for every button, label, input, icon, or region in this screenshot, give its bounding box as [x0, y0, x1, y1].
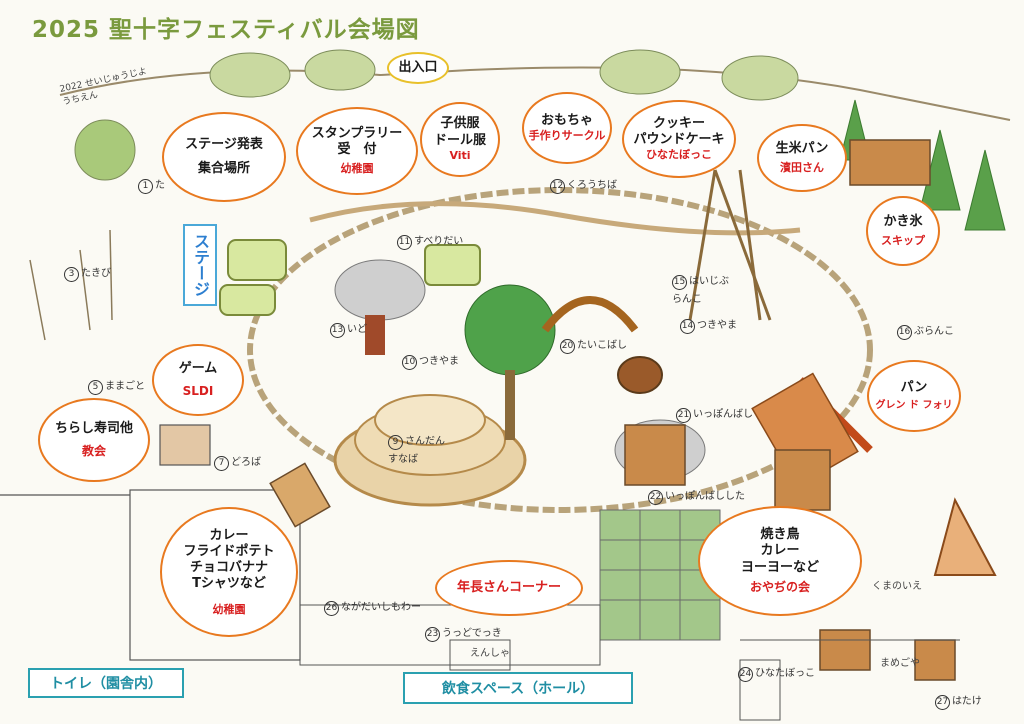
hall-label: えんしゃ [470, 648, 510, 659]
bubble-rice-bread: 生米パン 濱田さん [757, 124, 847, 192]
bubble-stamp-line2: 受 付 [337, 142, 377, 158]
bubble-stamp-line1: スタンプラリー [311, 125, 403, 141]
bubble-stage-assembly: ステージ発表 集合場所 [162, 112, 286, 202]
bubble-kids-line2: ドール服 [433, 132, 486, 148]
bubble-curry-line4: Tシャツなど [192, 576, 266, 592]
bubble-game-line1: ゲーム [178, 361, 218, 377]
bubble-senior-corner: 年長さんコーナー [435, 560, 583, 616]
bubble-kids-clothes: 子供服 ドール服 Viti [420, 102, 500, 177]
bubble-cookie-sub: ひなたぼっこ [646, 148, 712, 162]
bubble-curry-stand: カレー フライドポテト チョコバナナ Tシャツなど 幼稚園 [160, 507, 298, 637]
page-title: 2025 聖十字フェスティバル会場図 [32, 17, 420, 43]
bubble-kids-line1: 子供服 [440, 116, 480, 132]
bubble-yakitori-line3: ヨーヨーなど [740, 559, 819, 575]
bubble-stamp-sub: 幼稚園 [340, 162, 374, 176]
toilet-box: トイレ（園舎内） [28, 668, 184, 698]
bubble-curry-line2: フライドポテト [183, 543, 275, 559]
bubble-cookie-line1: クッキー [652, 115, 705, 131]
stage-label: ステージ [183, 224, 217, 306]
entrance-label: 出入口 [387, 52, 449, 84]
bubble-curry-line1: カレー [209, 527, 249, 543]
bubble-stage-line2: 集合場所 [197, 161, 250, 176]
bear-house-label: くまのいえ [872, 581, 922, 592]
bean-hut-label: まめごや [880, 658, 920, 669]
bubble-chirashi-sushi: ちらし寿司他 教会 [38, 398, 150, 482]
bubble-toys: おもちゃ 手作りサークル [522, 92, 612, 164]
bubble-cookie: クッキー パウンドケーキ ひなたぼっこ [622, 100, 736, 178]
bubble-kids-sub: Viti [449, 148, 471, 162]
bubble-yakitori: 焼き鳥 カレー ヨーヨーなど おやぢの会 [698, 506, 862, 616]
bubble-toys-line1: おもちゃ [540, 113, 593, 128]
bubble-sushi-sub: 教会 [81, 443, 106, 458]
bubble-pan-sub: グレン ド フォリ [875, 399, 953, 411]
bubble-stamp-rally: スタンプラリー 受 付 幼稚園 [296, 107, 418, 195]
bubble-bakery: パン グレン ド フォリ [867, 360, 961, 432]
bubble-pan-line1: パン [900, 379, 928, 395]
bubble-cookie-line2: パウンドケーキ [633, 132, 725, 148]
bubble-bread-sub: 濱田さん [780, 161, 824, 175]
bubble-stage-line1: ステージ発表 [185, 136, 263, 152]
bubble-yakitori-line1: 焼き鳥 [760, 527, 800, 543]
bubble-curry-line3: チョコバナナ [189, 560, 268, 576]
bubble-yakitori-sub: おやぢの会 [749, 579, 810, 594]
bubble-game-sub: SLDI [182, 383, 214, 398]
bubble-senior-line1: 年長さんコーナー [456, 579, 561, 595]
bubble-curry-sub: 幼稚園 [212, 602, 246, 616]
bubble-game: ゲーム SLDI [152, 344, 244, 416]
dining-space-box: 飲食スペース（ホール） [403, 672, 633, 704]
bubble-sushi-line1: ちらし寿司他 [54, 421, 133, 437]
bubble-ice-sub: スキップ [881, 234, 925, 248]
bubble-yakitori-line2: カレー [760, 543, 800, 559]
bubble-shaved-ice: かき氷 スキップ [866, 196, 940, 266]
bubble-toys-sub: 手作りサークル [528, 129, 606, 143]
bubble-ice-line1: かき氷 [883, 214, 923, 229]
bubble-bread-line1: 生米パン [775, 141, 829, 156]
entrance-text: 出入口 [398, 59, 438, 75]
